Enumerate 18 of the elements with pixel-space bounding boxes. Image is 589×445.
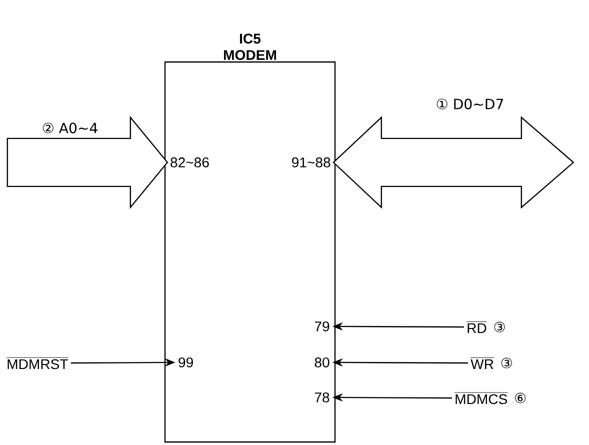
signal-name: MDMRST bbox=[6, 357, 68, 370]
edge-label: ① D0~D7 bbox=[436, 98, 503, 110]
edge-label: ② A0~4 bbox=[42, 122, 98, 134]
chip-title: IC5 MODEM bbox=[224, 34, 276, 60]
circled-number: ③ bbox=[494, 322, 505, 332]
circled-number: ⑥ bbox=[515, 392, 526, 404]
pin-number: 80 bbox=[314, 357, 330, 368]
pin-number: 79 bbox=[314, 321, 330, 332]
pin-number: 91~88 bbox=[292, 157, 330, 168]
pin-number: 82~86 bbox=[170, 157, 209, 168]
pin-number: 78 bbox=[314, 392, 330, 402]
circled-number: ③ bbox=[501, 358, 512, 368]
signal-name: MDMCS bbox=[454, 392, 508, 404]
signal-name: WR bbox=[470, 357, 494, 369]
block-arrow bbox=[332, 116, 574, 209]
signal-name: RD bbox=[466, 321, 488, 333]
chip-box bbox=[164, 61, 336, 443]
pin-number: 99 bbox=[178, 357, 193, 368]
